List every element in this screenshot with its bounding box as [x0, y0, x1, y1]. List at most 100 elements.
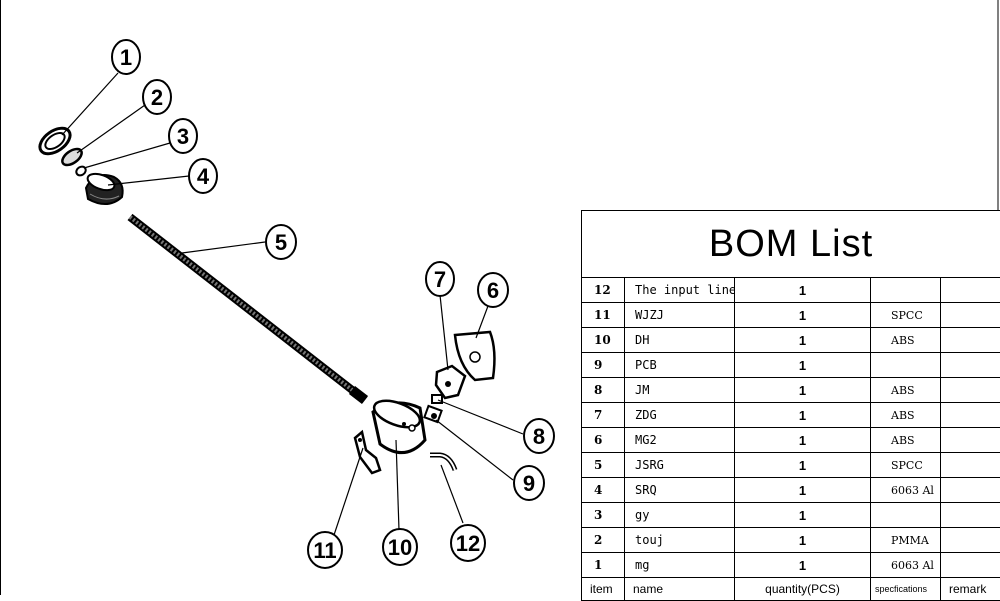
bom-remark [941, 378, 1000, 403]
bom-spec [871, 278, 941, 303]
svg-text:6: 6 [487, 278, 499, 303]
bom-remark [941, 553, 1000, 578]
bom-header-row: item name quantity(PCS) specfications re… [582, 578, 1000, 601]
svg-text:3: 3 [177, 124, 189, 149]
bom-name: ZDG [625, 403, 735, 428]
bom-item: 9 [582, 353, 625, 378]
bom-remark [941, 353, 1000, 378]
bom-qty: 1 [735, 553, 871, 578]
bom-remark [941, 403, 1000, 428]
bom-remark [941, 428, 1000, 453]
bom-remark [941, 303, 1000, 328]
bom-qty: 1 [735, 278, 871, 303]
svg-text:2: 2 [151, 85, 163, 110]
svg-text:10: 10 [388, 535, 412, 560]
bom-qty: 1 [735, 403, 871, 428]
callout-3: 3 [169, 119, 197, 153]
bom-remark [941, 328, 1000, 353]
header-remark: remark [941, 578, 1000, 601]
bom-qty: 1 [735, 503, 871, 528]
bom-name: JM [625, 378, 735, 403]
header-quantity: quantity(PCS) [735, 578, 871, 601]
bom-item: 10 [582, 328, 625, 353]
bom-remark [941, 453, 1000, 478]
callout-7: 7 [426, 262, 454, 296]
bom-item: 7 [582, 403, 625, 428]
bom-qty: 1 [735, 303, 871, 328]
callout-2: 2 [143, 80, 171, 114]
part-4-cone [85, 171, 122, 204]
bom-spec: PMMA [871, 528, 941, 553]
bom-spec: ABS [871, 403, 941, 428]
callout-12: 12 [451, 525, 485, 561]
bom-spec: ABS [871, 328, 941, 353]
bom-item: 8 [582, 378, 625, 403]
bom-spec: 6063 Al [871, 478, 941, 503]
bom-title: BOM List [582, 211, 1000, 278]
bom-qty: 1 [735, 353, 871, 378]
bom-item: 11 [582, 303, 625, 328]
bom-item: 12 [582, 278, 625, 303]
bom-item: 2 [582, 528, 625, 553]
bom-qty: 1 [735, 428, 871, 453]
svg-text:11: 11 [313, 538, 336, 563]
svg-text:5: 5 [275, 230, 287, 255]
bom-qty: 1 [735, 453, 871, 478]
part-10-base [371, 395, 425, 452]
bom-name: mg [625, 553, 735, 578]
bom-remark [941, 528, 1000, 553]
svg-text:9: 9 [523, 471, 535, 496]
callout-11: 11 [308, 532, 342, 568]
bom-qty: 1 [735, 478, 871, 503]
bom-qty: 1 [735, 528, 871, 553]
part-3-small-ring [75, 165, 88, 177]
bom-remark [941, 278, 1000, 303]
bom-spec: ABS [871, 428, 941, 453]
bom-qty: 1 [735, 378, 871, 403]
bom-item: 5 [582, 453, 625, 478]
bom-name: WJZJ [625, 303, 735, 328]
svg-text:1: 1 [120, 45, 132, 70]
header-specifications: specfications [871, 578, 941, 601]
bom-qty: 1 [735, 328, 871, 353]
svg-text:8: 8 [533, 424, 545, 449]
bom-spec: SPCC [871, 453, 941, 478]
bom-name: JSRG [625, 453, 735, 478]
bom-name: DH [625, 328, 735, 353]
bom-name: touj [625, 528, 735, 553]
bom-spec: ABS [871, 378, 941, 403]
bom-name: gy [625, 503, 735, 528]
bom-item: 3 [582, 503, 625, 528]
callout-8: 8 [524, 419, 554, 453]
part-11-mount [355, 432, 380, 473]
callout-1: 1 [112, 40, 140, 74]
callout-6: 6 [478, 273, 508, 307]
bom-item: 4 [582, 478, 625, 503]
callout-5: 5 [266, 225, 296, 259]
bom-spec [871, 503, 941, 528]
bom-item: 6 [582, 428, 625, 453]
part-7-bracket [436, 366, 465, 398]
part-8-part-9-components [424, 395, 442, 422]
svg-text:12: 12 [456, 531, 480, 556]
callout-10: 10 [383, 529, 417, 565]
bom-name: MG2 [625, 428, 735, 453]
bom-spec: SPCC [871, 303, 941, 328]
bom-remark [941, 503, 1000, 528]
callout-9: 9 [514, 466, 544, 500]
bom-spec: 6063 Al [871, 553, 941, 578]
bom-remark [941, 478, 1000, 503]
bom-name: SRQ [625, 478, 735, 503]
callout-4: 4 [189, 159, 217, 193]
header-item: item [582, 578, 625, 601]
svg-text:7: 7 [434, 267, 446, 292]
